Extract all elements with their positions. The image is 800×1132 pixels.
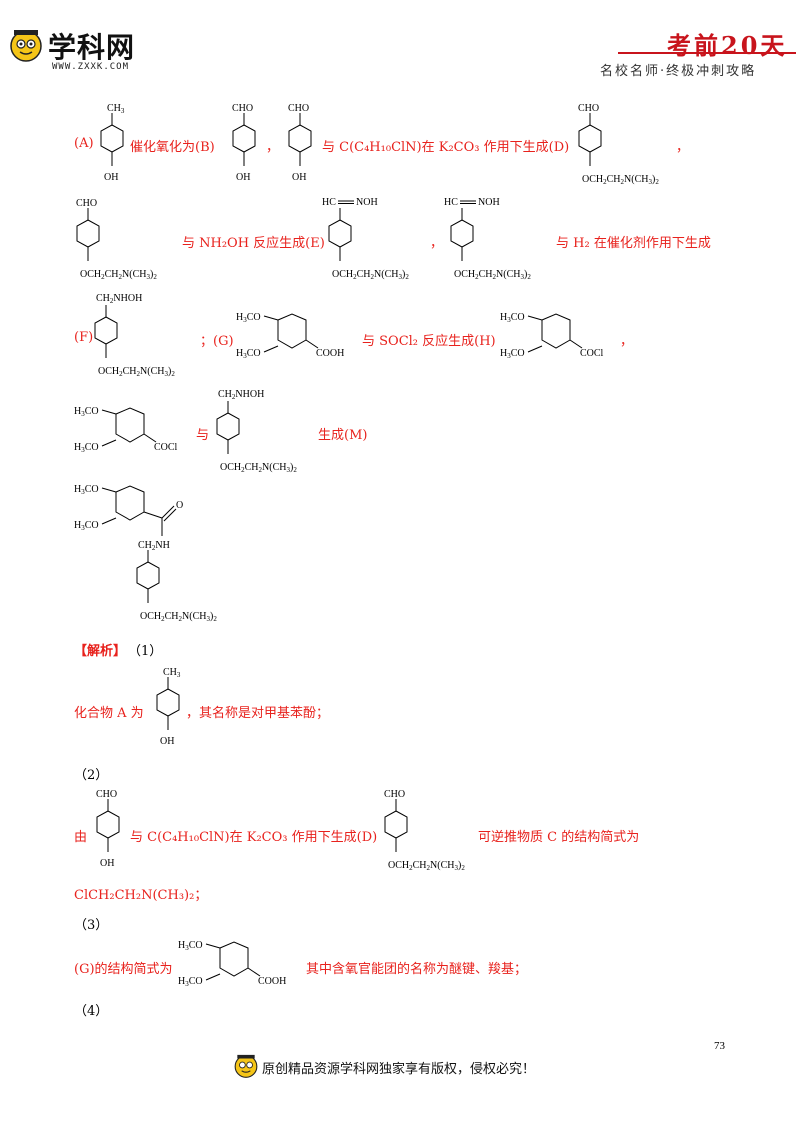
svg-text:CHO: CHO xyxy=(288,103,309,114)
comma-2: ， xyxy=(676,140,690,155)
logo-mascot-icon xyxy=(10,30,42,62)
svg-text:CH3: CH3 xyxy=(107,103,125,115)
svg-text:H3CO: H3CO xyxy=(74,520,99,532)
footer-copyright: 原创精品资源学科网独家享有版权，侵权必究！ xyxy=(262,1062,536,1077)
structure-d-analysis: CHO OCH2CH2N(CH3)2 xyxy=(384,789,465,872)
svg-text:H3CO: H3CO xyxy=(236,348,261,360)
svg-text:OCH2CH2N(CH3)2: OCH2CH2N(CH3)2 xyxy=(98,366,175,378)
svg-text:OCH2CH2N(CH3)2: OCH2CH2N(CH3)2 xyxy=(388,860,465,872)
structure-m: H3CO H3CO O CH2NH OCH2CH2N(CH3)2 xyxy=(74,484,217,623)
label-a: (A) xyxy=(74,136,94,151)
svg-text:CH2NHOH: CH2NHOH xyxy=(96,293,142,305)
footer-mascot-icon xyxy=(234,1054,258,1078)
svg-text:COOH: COOH xyxy=(258,976,286,987)
analysis-2-back: 可逆推物质 C 的结构简式为 xyxy=(478,830,640,845)
svg-text:OH: OH xyxy=(236,172,250,183)
header: 学科网 WWW.ZXXK.COM 考前20天 名校名师·终极冲刺攻略 xyxy=(0,0,800,90)
text-socl2: 与 SOCl₂ 反应生成(H) xyxy=(362,334,496,349)
structure-b-repeat: CHO OH xyxy=(288,103,312,183)
analysis-2-with: 与 C(C₄H₁₀ClN)在 K₂CO₃ 作用下生成(D) xyxy=(130,830,378,845)
header-title: 考前20天 xyxy=(667,31,788,60)
structure-d-repeat: CHO OCH2CH2N(CH3)2 xyxy=(76,198,157,281)
svg-text:H3CO: H3CO xyxy=(500,348,525,360)
svg-text:NOH: NOH xyxy=(478,197,500,208)
svg-text:OCH2CH2N(CH3)2: OCH2CH2N(CH3)2 xyxy=(140,611,217,623)
structure-f-repeat: CH2NHOH OCH2CH2N(CH3)2 xyxy=(216,389,297,474)
header-subtitle: 名校名师·终极冲刺攻略 xyxy=(600,64,757,79)
structure-a-p-cresol: CH3 OH xyxy=(100,103,125,183)
structure-a-analysis: CH3 OH xyxy=(156,667,181,747)
comma-4: ， xyxy=(620,334,634,349)
structure-g-analysis: H3CO H3CO COOH xyxy=(178,940,286,988)
svg-text:CHO: CHO xyxy=(96,789,117,800)
text-h2: 与 H₂ 在催化剂作用下生成 xyxy=(556,236,711,251)
text-semicolon-g: ；(G) xyxy=(200,334,234,349)
svg-text:OH: OH xyxy=(160,736,174,747)
svg-text:OCH2CH2N(CH3)2: OCH2CH2N(CH3)2 xyxy=(454,269,531,281)
svg-text:CH3: CH3 xyxy=(163,667,181,679)
svg-text:H3CO: H3CO xyxy=(178,940,203,952)
logo-url: WWW.ZXXK.COM xyxy=(52,62,130,72)
header-rule xyxy=(618,52,796,54)
analysis-heading: 【解析】 xyxy=(74,644,127,659)
svg-text:O: O xyxy=(176,500,183,511)
analysis-3-text-b: 其中含氧官能团的名称为醚键、羧基； xyxy=(306,962,528,977)
structure-g: H3CO H3CO COOH xyxy=(236,312,344,360)
svg-text:COCl: COCl xyxy=(154,442,178,453)
text-with: 与 xyxy=(196,428,210,443)
text-with-c: 与 C(C₄H₁₀ClN)在 K₂CO₃ 作用下生成(D) xyxy=(322,140,570,155)
logo-text: 学科网 xyxy=(48,31,136,64)
svg-text:COCl: COCl xyxy=(580,348,604,359)
svg-text:OH: OH xyxy=(292,172,306,183)
analysis-part-1: （1） xyxy=(128,644,163,659)
analysis-1-text-b: ，其名称是对甲基苯酚； xyxy=(186,706,330,721)
analysis-3-text-a: (G)的结构简式为 xyxy=(74,962,173,977)
svg-text:CH2NH: CH2NH xyxy=(138,540,170,552)
page-number: 73 xyxy=(714,1040,725,1052)
text-gen-m: 生成(M) xyxy=(318,428,368,443)
svg-text:OCH2CH2N(CH3)2: OCH2CH2N(CH3)2 xyxy=(332,269,409,281)
structure-b-hydroxybenzaldehyde: CHO OH xyxy=(232,103,256,183)
analysis-2-from: 由 xyxy=(74,830,88,845)
svg-text:CHO: CHO xyxy=(578,103,599,114)
svg-text:H3CO: H3CO xyxy=(500,312,525,324)
svg-text:OCH2CH2N(CH3)2: OCH2CH2N(CH3)2 xyxy=(220,462,297,474)
svg-text:CHO: CHO xyxy=(232,103,253,114)
svg-text:CHO: CHO xyxy=(76,198,97,209)
svg-text:NOH: NOH xyxy=(356,197,378,208)
svg-text:H3CO: H3CO xyxy=(74,442,99,454)
structure-h: H3CO H3CO COCl xyxy=(500,312,604,360)
svg-text:H3CO: H3CO xyxy=(74,484,99,496)
analysis-2-answer: ClCH₂CH₂N(CH₃)₂； xyxy=(74,888,208,903)
svg-text:COOH: COOH xyxy=(316,348,344,359)
svg-text:OH: OH xyxy=(104,172,118,183)
svg-text:CH2NHOH: CH2NHOH xyxy=(218,389,264,401)
structure-b-analysis: CHO OH xyxy=(96,789,120,869)
analysis-part-4: （4） xyxy=(74,1004,109,1019)
analysis-part-2: （2） xyxy=(74,768,109,783)
svg-text:OCH2CH2N(CH3)2: OCH2CH2N(CH3)2 xyxy=(80,269,157,281)
svg-text:HC: HC xyxy=(444,197,458,208)
svg-text:OCH2CH2N(CH3)2: OCH2CH2N(CH3)2 xyxy=(582,174,659,186)
analysis-1-text-a: 化合物 A 为 xyxy=(74,706,144,721)
structure-d: CHO OCH2CH2N(CH3)2 xyxy=(578,103,659,186)
text-catalytic-oxidation: 催化氧化为(B) xyxy=(130,140,215,155)
svg-text:H3CO: H3CO xyxy=(178,976,203,988)
text-nh2oh: 与 NH₂OH 反应生成(E) xyxy=(182,236,325,251)
structure-e-repeat: HC NOH OCH2CH2N(CH3)2 xyxy=(444,197,531,281)
comma-1: ， xyxy=(266,140,280,155)
label-f: (F) xyxy=(74,330,94,345)
structure-h-repeat: H3CO H3CO COCl xyxy=(74,406,178,454)
comma-3: ， xyxy=(430,236,444,251)
structure-e-oxime: HC NOH OCH2CH2N(CH3)2 xyxy=(322,197,409,281)
structure-f: CH2NHOH OCH2CH2N(CH3)2 xyxy=(94,293,175,378)
svg-text:OH: OH xyxy=(100,858,114,869)
svg-text:H3CO: H3CO xyxy=(236,312,261,324)
svg-text:CHO: CHO xyxy=(384,789,405,800)
svg-text:HC: HC xyxy=(322,197,336,208)
svg-text:H3CO: H3CO xyxy=(74,406,99,418)
analysis-part-3: （3） xyxy=(74,918,109,933)
